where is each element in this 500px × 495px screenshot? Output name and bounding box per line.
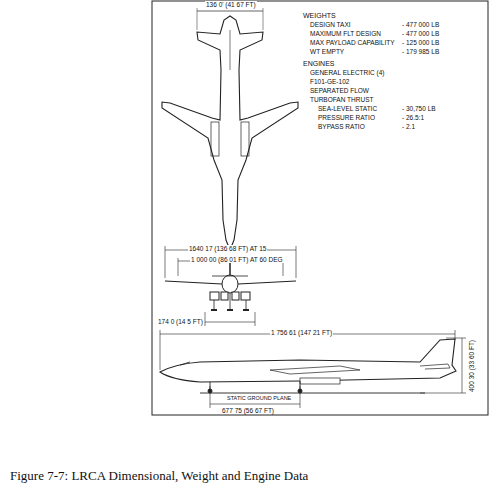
side-view [160, 339, 456, 393]
engine-spec: TURBOFAN THRUST [310, 96, 373, 103]
engine-spec: PRESSURE RATIO [318, 114, 375, 121]
planform-view [162, 16, 298, 250]
engine-value: - 26.5:1 [402, 114, 424, 121]
dimension: 1 756 61 (147 21 FT) [270, 329, 333, 336]
engine-spec: BYPASS RATIO [318, 123, 365, 130]
figure-frame [152, 1, 488, 415]
weight-name: MAX PAYLOAD CAPABILITY [310, 39, 395, 46]
engine-spec: SEA-LEVEL STATIC [318, 105, 377, 112]
weight-value: - 477 000 LB [402, 21, 439, 28]
dimension: 677 75 (56 67 FT) [222, 407, 274, 414]
engine-value: - 30,750 LB [402, 105, 436, 112]
weight-name: MAXIMUM FLT DESIGN [310, 30, 381, 37]
note: STATIC GROUND PLANE [226, 395, 292, 401]
weight-value: - 125 000 LB [402, 39, 439, 46]
engine-spec: SEPARATED FLOW [310, 87, 369, 94]
figure-caption: Figure 7-7: LRCA Dimensional, Weight and… [10, 468, 308, 484]
dimension: 174 0 (14 5 FT) [158, 318, 203, 325]
engine-value: - 2.1 [402, 123, 415, 130]
weight-value: - 477 000 LB [402, 30, 439, 37]
dimension: 136 0' (41 67 FT) [205, 1, 257, 8]
weight-value: - 179 985 LB [402, 48, 439, 55]
weight-name: DESIGN TAXI [310, 21, 351, 28]
dimension: 1 000 00 (86 01 FT) AT 60 DEG [190, 256, 284, 263]
dimension: 1640 17 (136 68 FT) AT 15 [188, 245, 267, 252]
engine-spec: F101-GE-102 [310, 78, 349, 85]
engine-spec: GENERAL ELECTRIC (4) [310, 69, 385, 76]
weight-name: WT EMPTY [310, 48, 344, 55]
ground-plane [200, 393, 425, 394]
dimension-line [165, 246, 296, 326]
section-heading: WEIGHTS [303, 12, 336, 20]
dimension-line [160, 330, 466, 408]
section-heading: ENGINES [303, 60, 335, 68]
front-view [165, 262, 296, 310]
dimension: 400 30 (33 60 FT) [468, 340, 475, 392]
